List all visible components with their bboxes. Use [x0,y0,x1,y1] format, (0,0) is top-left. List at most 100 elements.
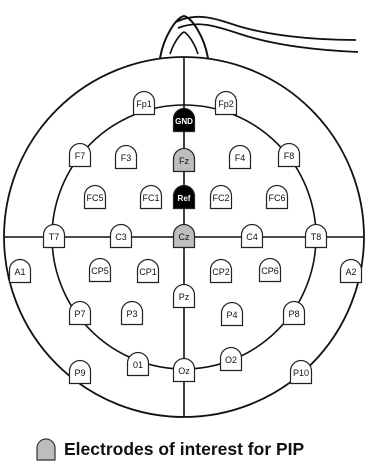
nose-outline [159,14,209,59]
electrode-label: Fp1 [136,99,152,109]
electrode-shape [304,223,328,249]
electrode-label: F8 [284,151,295,161]
electrode-ref: Ref [172,184,196,210]
electrode-label: O2 [225,355,237,365]
electrode-p7: P7 [68,300,92,326]
electrode-label: Fp2 [218,99,234,109]
electrode-shape [172,357,196,383]
electrode-label: P9 [74,368,85,378]
electrode-c4: C4 [240,223,264,249]
electrode-shape [139,184,163,210]
electrode-shape [42,223,66,249]
electrode-p9: P9 [68,359,92,385]
electrode-label: F4 [235,153,246,163]
electrode-shape [126,351,150,377]
electrode-shape [172,107,196,133]
electrode-pz: Pz [172,283,196,309]
electrode-shape [265,184,289,210]
electrode-shape [220,301,244,327]
electrode-shape [68,300,92,326]
electrode-c3: C3 [109,223,133,249]
electrode-fz: Fz [172,147,196,173]
electrode-fc6: FC6 [265,184,289,210]
electrode-fp2: Fp2 [214,90,238,116]
electrode-shape [219,346,243,372]
electrode-f8: F8 [277,142,301,168]
electrode-fc2: FC2 [209,184,233,210]
electrode-fc5: FC5 [83,184,107,210]
electrode-shape [282,300,306,326]
electrode-label: CP6 [261,266,279,276]
electrode-p8: P8 [282,300,306,326]
electrode-label: FC5 [86,193,103,203]
electrode-shape [120,300,144,326]
nose-inner [169,31,199,55]
electrode-shape [339,258,363,284]
electrode-label: Pz [179,292,190,302]
electrode-t7: T7 [42,223,66,249]
electrode-shape [83,184,107,210]
electrode-shape [228,144,252,170]
electrode-label: CP5 [91,266,109,276]
electrode-gnd: GND [172,107,196,133]
electrode-label: P10 [293,368,309,378]
legend: Electrodes of interest for PIP [36,436,304,462]
electrode-a1: A1 [8,258,32,284]
electrode-a2: A2 [339,258,363,284]
electrode-f3: F3 [114,144,138,170]
electrode-cp2: CP2 [209,258,233,284]
electrode-shape [172,184,196,210]
electrode-shape [240,223,264,249]
electrode-shape [209,258,233,284]
electrode-oz: Oz [172,357,196,383]
cable [175,15,357,41]
electrode-label: C4 [246,232,258,242]
electrode-p10: P10 [289,359,313,385]
electrode-shape [172,283,196,309]
electrode-f4: F4 [228,144,252,170]
electrode-label: Ref [178,194,191,203]
electrode-f7: F7 [68,142,92,168]
electrode-shape [109,223,133,249]
electrode-label: FC2 [212,193,229,203]
electrode-label: Cz [179,232,190,242]
electrode-label: FC1 [142,193,159,203]
cable [177,23,359,53]
electrode-shape [88,257,112,283]
electrode-cz: Cz [172,223,196,249]
electrode-shape [114,144,138,170]
electrode-label: F3 [121,153,132,163]
electrode-shape [258,257,282,283]
electrode-label: P8 [288,309,299,319]
electrode-shape [214,90,238,116]
electrode-shape [136,258,160,284]
electrode-label: GND [175,117,193,126]
electrode-label: CP2 [212,267,230,277]
electrode-shape [277,142,301,168]
electrode-shape [8,258,32,284]
electrode-shape [289,359,313,385]
electrode-shape [172,147,196,173]
legend-label: Electrodes of interest for PIP [64,438,305,459]
electrode-cp5: CP5 [88,257,112,283]
electrode-label: T8 [311,232,322,242]
electrode-label: A2 [345,267,356,277]
electrode-label: A1 [14,267,25,277]
electrode-label: T7 [49,232,60,242]
electrode-label: F7 [75,151,86,161]
electrode-t8: T8 [304,223,328,249]
electrode-label: C3 [115,232,127,242]
electrode-fc1: FC1 [139,184,163,210]
electrode-p4: P4 [220,301,244,327]
electrode-label: P3 [126,309,137,319]
electrode-label: CP1 [139,267,157,277]
electrode-shape [172,223,196,249]
electrode-o2: O2 [219,346,243,372]
electrode-label: P4 [226,310,237,320]
electrode-label: Fz [179,156,189,166]
legend-swatch-icon [36,437,56,461]
electrode-shape [132,90,156,116]
electrode-cp1: CP1 [136,258,160,284]
electrode-shape [209,184,233,210]
